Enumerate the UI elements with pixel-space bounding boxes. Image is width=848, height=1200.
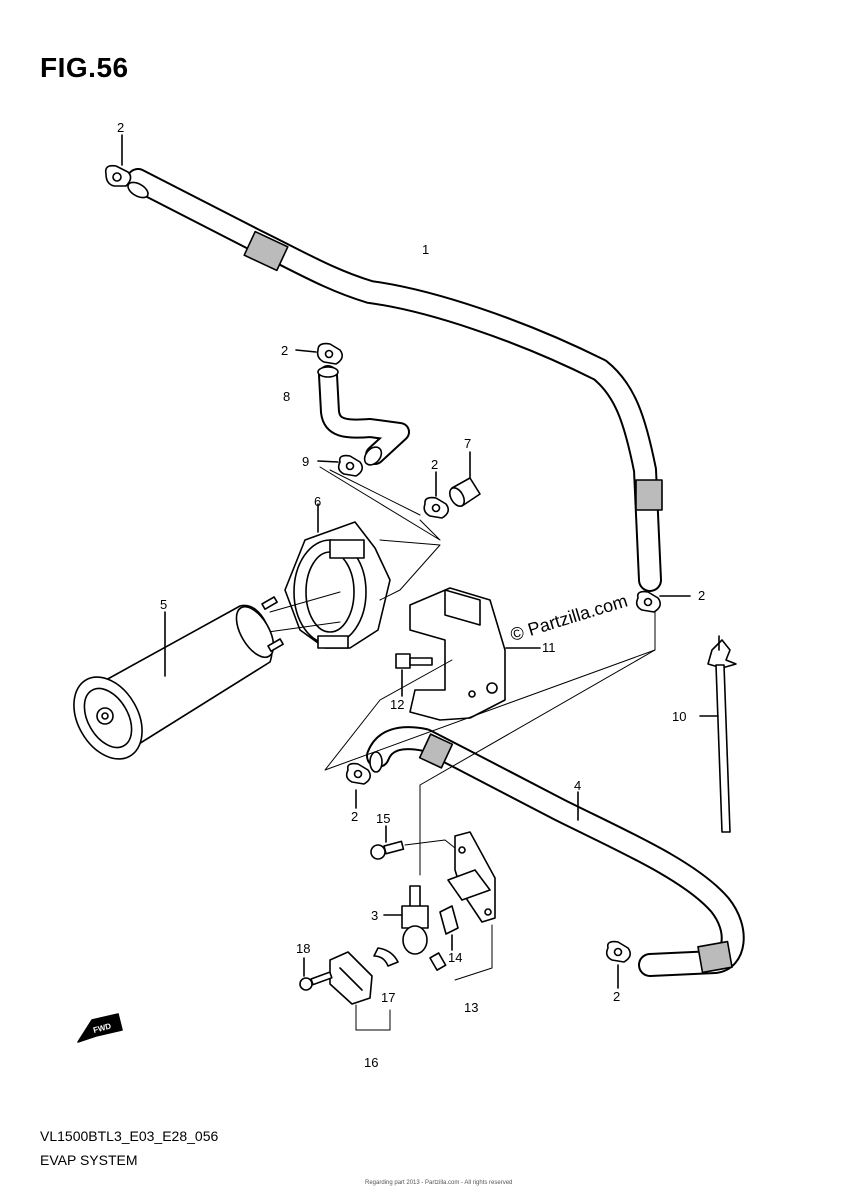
callout-16: 16 bbox=[364, 1055, 378, 1070]
clip-17[interactable] bbox=[373, 947, 399, 967]
callout-17: 17 bbox=[381, 990, 395, 1005]
fwd-arrow-icon bbox=[77, 1013, 123, 1043]
copyright-note: Regarding part 2013 - Partzilla.com - Al… bbox=[365, 1180, 513, 1186]
clamp-2-mid[interactable] bbox=[423, 496, 450, 519]
model-code: VL1500BTL3_E03_E28_056 bbox=[40, 1128, 219, 1144]
callout-4: 4 bbox=[574, 778, 581, 793]
callout-18: 18 bbox=[296, 941, 310, 956]
callout-1: 1 bbox=[422, 242, 429, 257]
bracket-6[interactable] bbox=[284, 521, 391, 649]
hose-1[interactable] bbox=[125, 168, 663, 592]
clamp-2-hose4-right[interactable] bbox=[605, 940, 632, 963]
bolt-15[interactable] bbox=[370, 840, 405, 860]
callout-2: 2 bbox=[698, 588, 705, 603]
hose-4[interactable] bbox=[366, 726, 745, 977]
callout-2: 2 bbox=[351, 809, 358, 824]
bracket-11[interactable] bbox=[409, 587, 506, 721]
clamp-2-hose8[interactable] bbox=[316, 342, 344, 365]
callout-12: 12 bbox=[390, 697, 404, 712]
callout-6: 6 bbox=[314, 494, 321, 509]
canister-5[interactable] bbox=[60, 596, 284, 771]
callout-15: 15 bbox=[376, 811, 390, 826]
hose-7[interactable] bbox=[447, 477, 481, 509]
callout-9: 9 bbox=[302, 454, 309, 469]
callout-7: 7 bbox=[464, 436, 471, 451]
callout-11: 11 bbox=[542, 640, 556, 655]
bracket-16[interactable] bbox=[329, 951, 373, 1005]
bolt-12[interactable] bbox=[395, 653, 433, 669]
callout-8: 8 bbox=[283, 389, 290, 404]
callout-14: 14 bbox=[448, 950, 462, 965]
screw-18[interactable] bbox=[299, 971, 333, 991]
clamp-2-top[interactable] bbox=[104, 164, 132, 187]
clip-14[interactable] bbox=[439, 905, 459, 935]
clamp-2-hose4-left[interactable] bbox=[345, 762, 372, 785]
callout-2: 2 bbox=[613, 989, 620, 1004]
callout-2: 2 bbox=[117, 120, 124, 135]
callout-5: 5 bbox=[160, 597, 167, 612]
clamp-2-right[interactable] bbox=[635, 590, 662, 613]
tie-10[interactable] bbox=[707, 635, 737, 833]
clamp-9[interactable] bbox=[337, 454, 364, 477]
section-title: EVAP SYSTEM bbox=[40, 1152, 138, 1168]
figure-title: FIG.56 bbox=[40, 52, 129, 83]
hose-8[interactable] bbox=[317, 365, 410, 468]
callout-13: 13 bbox=[464, 1000, 478, 1015]
callout-3: 3 bbox=[371, 908, 378, 923]
valve-3[interactable] bbox=[401, 885, 447, 971]
callout-10: 10 bbox=[672, 709, 686, 724]
callout-2: 2 bbox=[431, 457, 438, 472]
bracket-13[interactable] bbox=[447, 831, 496, 923]
callout-2: 2 bbox=[281, 343, 288, 358]
